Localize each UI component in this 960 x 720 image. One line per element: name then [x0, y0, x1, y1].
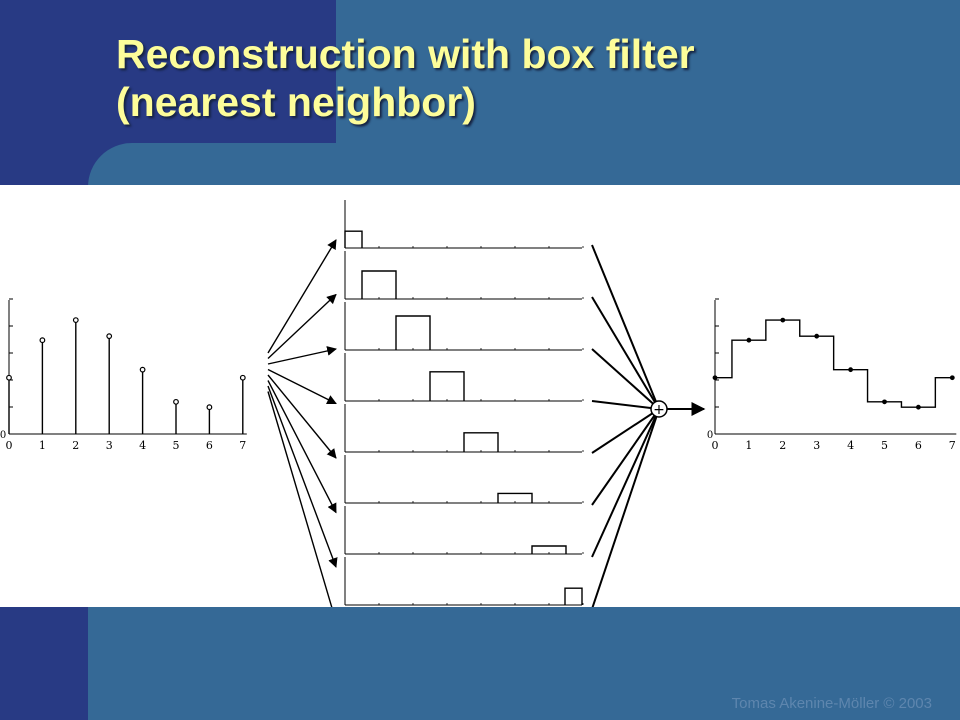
footer-credit: Tomas Akenine-Möller © 2003: [731, 695, 932, 712]
summation-group: +: [591, 244, 706, 607]
slide-title: Reconstruction with box filter (nearest …: [116, 30, 936, 126]
sample-point: [139, 366, 146, 373]
samples-x-tick-label: 7: [239, 439, 246, 452]
split-arrow: [267, 239, 337, 354]
recon-sample-point: [916, 404, 921, 410]
samples-y-zero-label: 0: [0, 430, 6, 441]
merge-line: [591, 348, 660, 410]
split-arrow: [267, 293, 337, 360]
samples-x-tick-label: 3: [106, 439, 113, 452]
recon-sample-point: [882, 399, 887, 405]
box-filter-pulse: [361, 270, 397, 299]
samples-x-tick-label: 1: [39, 439, 46, 452]
box-filter-pulse: [497, 492, 533, 503]
split-arrow: [267, 391, 333, 607]
recon-x-tick-label: 0: [712, 439, 719, 452]
sample-point: [239, 374, 246, 381]
recon-x-tick-label: 1: [745, 439, 752, 452]
sample-point: [106, 333, 113, 340]
recon-sample-point: [780, 317, 786, 323]
reconstructed-signal: [715, 319, 953, 408]
merge-line: [591, 408, 660, 506]
samples-plot: 00 1 2 3 4 5 6 7: [0, 298, 247, 452]
box-filter-panel: [344, 404, 584, 453]
recon-sample-point: [746, 337, 752, 343]
recon-sample-point: [712, 375, 718, 381]
sample-point: [6, 374, 12, 381]
recon-sample-point: [848, 367, 853, 373]
box-filter-pulse: [531, 545, 567, 554]
box-filter-panel: [344, 251, 584, 300]
recon-x-tick-label: 5: [881, 439, 888, 452]
box-filter-pulse: [564, 587, 583, 605]
merge-line: [591, 400, 660, 410]
samples-x-tick-label: 2: [72, 439, 79, 452]
merge-line: [591, 408, 660, 558]
box-filter-pulse: [429, 371, 465, 401]
recon-x-tick-label: 6: [915, 439, 922, 452]
samples-x-tick-label: 6: [206, 439, 213, 452]
box-filter-pulse: [463, 432, 499, 452]
recon-x-tick-label: 3: [813, 439, 820, 452]
sample-point: [206, 404, 213, 411]
box-filter-panel: [344, 353, 584, 402]
box-filter-panel: [344, 455, 584, 504]
summation-symbol: +: [653, 402, 665, 418]
recon-x-tick-label: 2: [779, 439, 786, 452]
title-line-2: (nearest neighbor): [116, 79, 476, 125]
samples-x-tick-label: 4: [139, 439, 146, 452]
recon-sample-point: [949, 375, 955, 381]
merge-line: [591, 296, 660, 410]
merge-line: [591, 408, 660, 607]
box-filter-panel: [344, 302, 584, 351]
split-arrows: [267, 239, 338, 607]
recon-y-zero-label: 0: [707, 430, 713, 441]
samples-x-tick-label: 0: [6, 439, 13, 452]
title-line-1: Reconstruction with box filter: [116, 31, 695, 77]
recon-sample-point: [814, 333, 820, 339]
left-accent-strip: [0, 600, 88, 720]
samples-x-tick-label: 5: [173, 439, 180, 452]
box-filter-stack: [344, 200, 584, 606]
reconstruction-plot: 00 1 2 3 4 5 6 7: [707, 298, 957, 452]
merge-line: [591, 244, 660, 410]
box-filter-panel: [344, 506, 584, 555]
split-arrow: [267, 368, 337, 405]
box-filter-panel: [344, 557, 584, 606]
sample-point: [173, 398, 179, 405]
sample-point: [39, 337, 46, 344]
merge-line: [591, 408, 660, 454]
recon-x-tick-label: 4: [847, 439, 854, 452]
split-arrow: [267, 346, 337, 365]
sample-point: [72, 317, 79, 324]
split-arrow: [267, 374, 337, 459]
box-filter-pulse: [395, 315, 431, 350]
split-arrow: [267, 380, 337, 514]
box-filter-pulse: [344, 230, 363, 248]
box-filter-panel: [344, 200, 584, 249]
split-arrow: [267, 385, 338, 568]
recon-x-tick-label: 7: [949, 439, 956, 452]
